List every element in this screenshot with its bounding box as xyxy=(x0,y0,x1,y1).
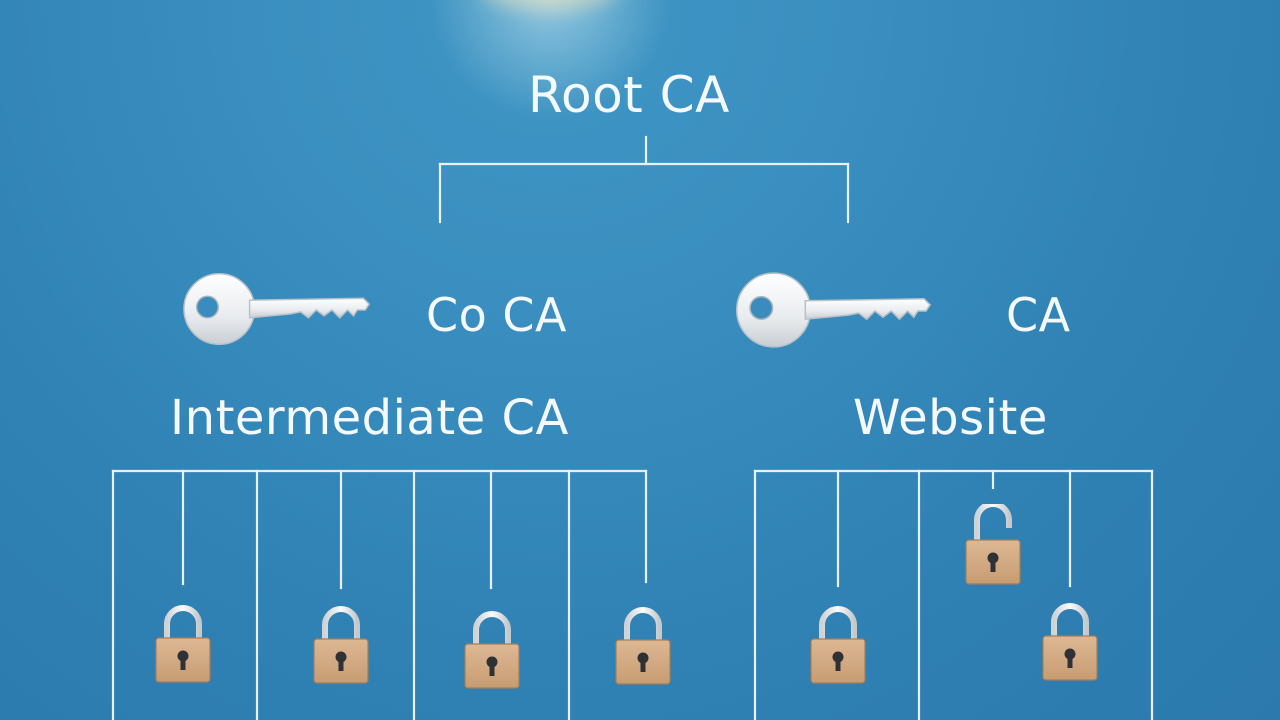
lock-icon xyxy=(616,610,670,684)
lock-icon xyxy=(156,608,210,682)
intermediate-ca-label: Intermediate CA xyxy=(170,390,569,446)
unlocked-lock-icon xyxy=(966,504,1020,584)
lock-icon xyxy=(1043,606,1097,680)
lock-icon xyxy=(811,609,865,683)
key-icon xyxy=(183,272,370,346)
ca-label: CA xyxy=(1006,288,1071,342)
light-glow xyxy=(480,0,620,10)
website-label: Website xyxy=(853,390,1048,446)
co-ca-label: Co CA xyxy=(426,288,567,342)
lock-icon xyxy=(465,614,519,688)
key-icon xyxy=(735,272,931,348)
lock-icon xyxy=(314,609,368,683)
root-ca-label: Root CA xyxy=(528,66,730,124)
